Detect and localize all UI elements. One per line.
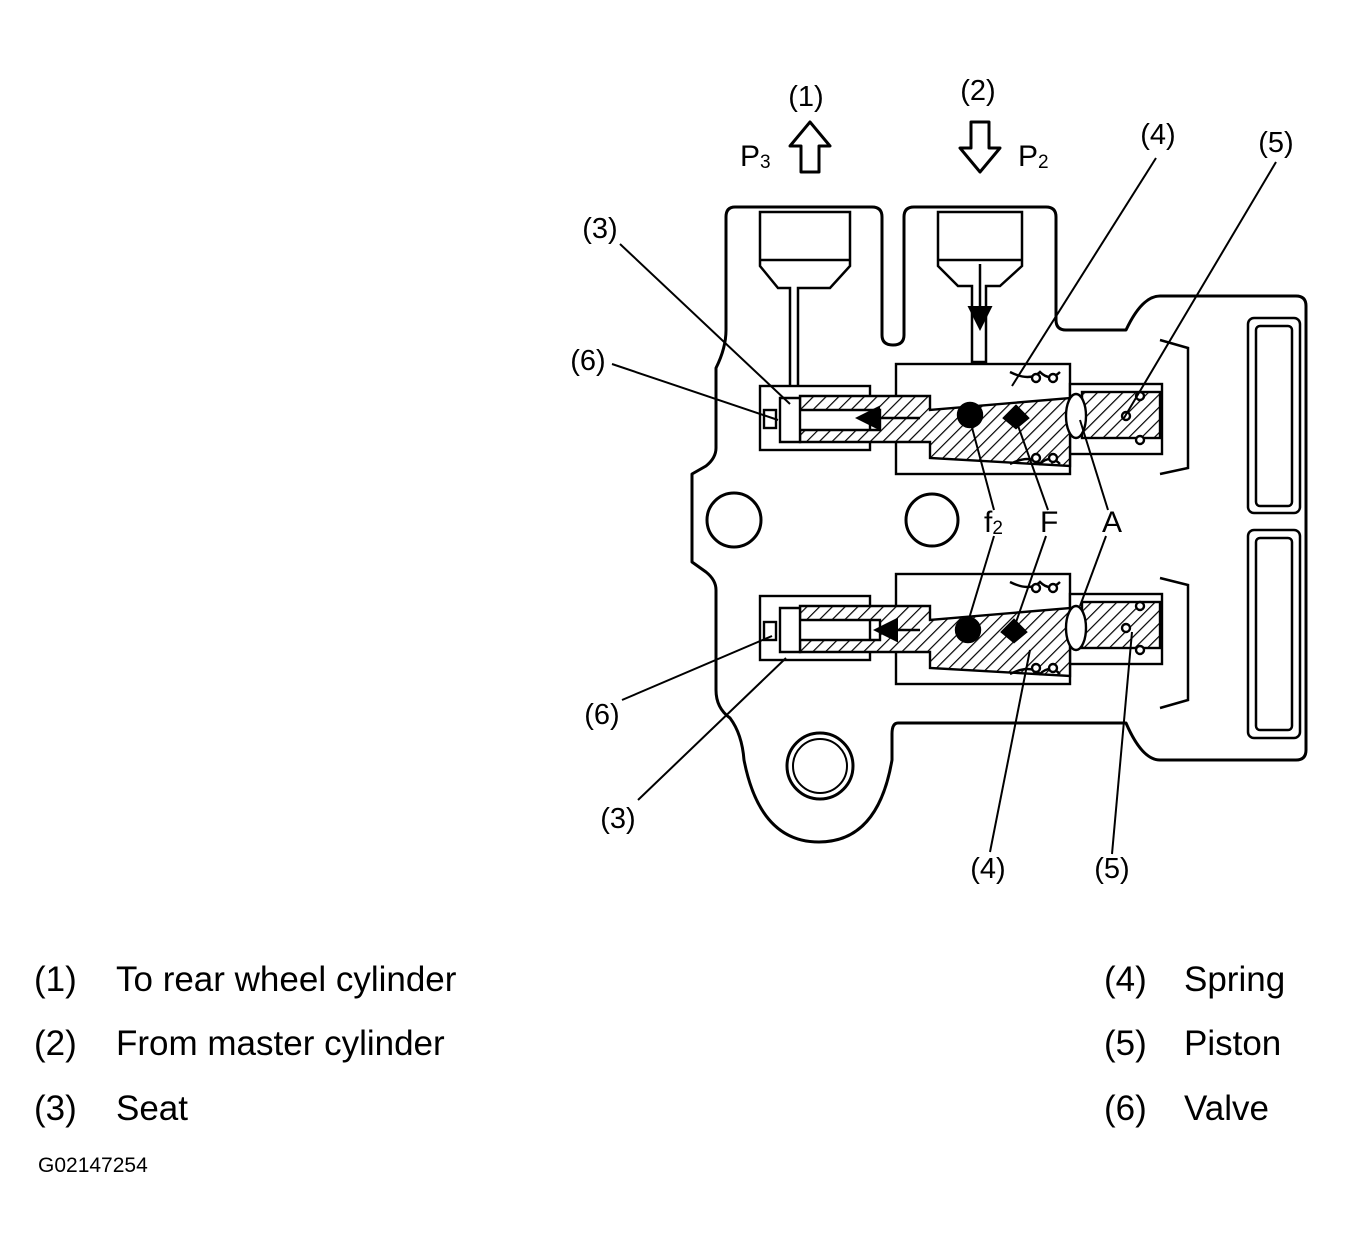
callout-1: (1) — [788, 81, 823, 113]
legend-text-3: Seat — [116, 1089, 188, 1128]
force-label-F: F — [1040, 506, 1058, 539]
outlet-arrow-up-icon — [788, 120, 832, 174]
legend-num-2: (2) — [34, 1024, 77, 1063]
figure-id: G02147254 — [38, 1154, 148, 1177]
legend-text-5: Piston — [1184, 1024, 1282, 1063]
pressure-label-p2: P2 — [1018, 140, 1049, 173]
leader-lines — [611, 157, 1277, 855]
inlet-arrow-down-icon — [958, 120, 1002, 174]
valve-body — [690, 205, 1308, 844]
force-label-A: A — [1102, 506, 1122, 539]
legend-num-3: (3) — [34, 1089, 77, 1128]
callout-5-upper: (5) — [1258, 127, 1293, 159]
pressure-label-p3: P3 — [740, 140, 771, 173]
callout-2: (2) — [960, 75, 995, 107]
callout-6-lower: (6) — [584, 699, 619, 731]
callout-4-lower: (4) — [970, 853, 1005, 885]
callout-3-lower: (3) — [600, 803, 635, 835]
legend-num-4: (4) — [1104, 960, 1147, 999]
callout-6-upper: (6) — [570, 345, 605, 377]
legend-text-1: To rear wheel cylinder — [116, 960, 457, 999]
callout-5-lower: (5) — [1094, 853, 1129, 885]
legend-text-4: Spring — [1184, 960, 1286, 999]
callout-4-upper: (4) — [1140, 119, 1175, 151]
port-seat-inlet — [936, 210, 1024, 364]
legend-text-2: From master cylinder — [116, 1024, 445, 1063]
mounting-holes — [705, 491, 960, 801]
legend-text-6: Valve — [1184, 1089, 1269, 1128]
upper-valve-assembly — [758, 362, 1164, 476]
legend-num-5: (5) — [1104, 1024, 1147, 1063]
end-cap — [1159, 316, 1302, 740]
lower-valve-assembly — [758, 572, 1164, 686]
callout-3-upper: (3) — [582, 213, 617, 245]
legend-num-6: (6) — [1104, 1089, 1147, 1128]
force-label-f2: f2 — [984, 506, 1003, 539]
legend-num-1: (1) — [34, 960, 77, 999]
